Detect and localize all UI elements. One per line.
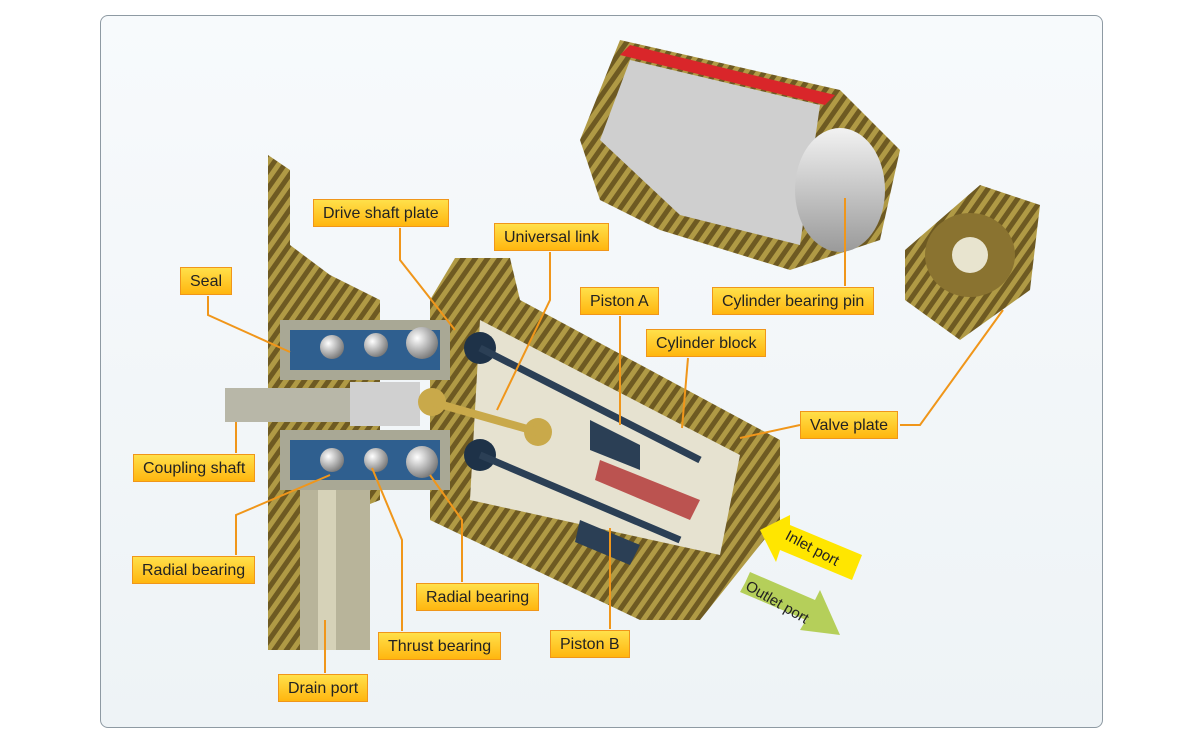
label-universal-link: Universal link: [494, 223, 610, 251]
label-drive-shaft-plate: Drive shaft plate: [313, 199, 449, 227]
valve-plate-part: [905, 185, 1040, 340]
label-piston-b: Piston B: [550, 630, 630, 658]
cutaway-view: [580, 40, 900, 270]
label-valve-plate: Valve plate: [800, 411, 898, 439]
label-piston-a: Piston A: [580, 287, 659, 315]
label-cylinder-bearing-pin: Cylinder bearing pin: [712, 287, 875, 315]
label-radial-bearing-right: Radial bearing: [416, 583, 540, 611]
leader-lines: [207, 198, 1004, 673]
label-thrust-bearing: Thrust bearing: [378, 632, 502, 660]
outlet-arrow: [740, 572, 840, 635]
label-radial-bearing-left: Radial bearing: [132, 556, 256, 584]
inlet-arrow: [760, 515, 862, 580]
label-cylinder-block: Cylinder block: [646, 329, 767, 357]
label-drain-port: Drain port: [278, 674, 369, 702]
label-coupling-shaft: Coupling shaft: [133, 454, 256, 482]
pistons: [430, 344, 702, 565]
label-seal: Seal: [180, 267, 233, 295]
